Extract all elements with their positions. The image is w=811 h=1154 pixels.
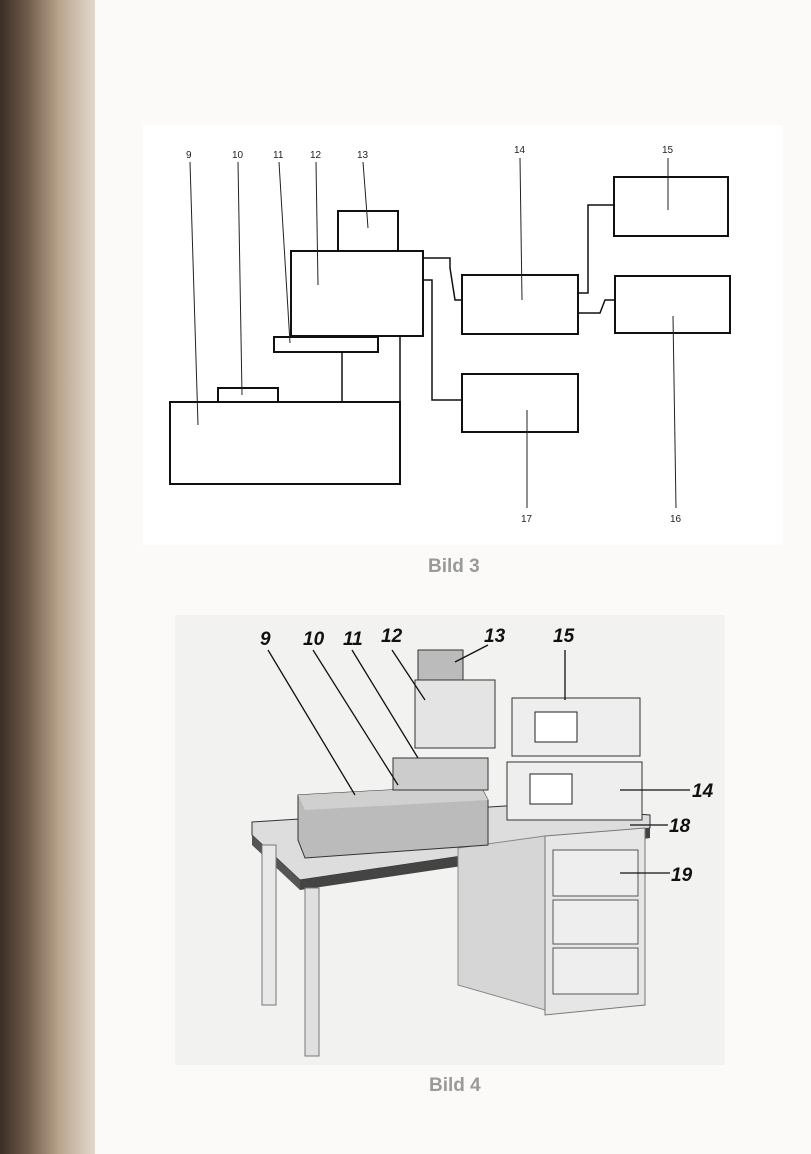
label-9: 9 [186, 150, 192, 161]
label-14: 14 [514, 145, 526, 156]
label-16: 16 [670, 514, 682, 525]
figure-3-caption: Bild 3 [428, 556, 480, 577]
block-15 [613, 176, 729, 237]
photo-label-9: 9 [260, 629, 271, 650]
connectors [341, 204, 615, 402]
block-17 [461, 373, 579, 433]
photo-label-18: 18 [669, 816, 691, 837]
photo-desk [251, 649, 651, 1057]
photo-label-12: 12 [381, 626, 403, 647]
label-15: 15 [662, 145, 674, 156]
photo-label-10: 10 [303, 629, 325, 650]
photo-label-15: 15 [553, 626, 575, 647]
book-spine-shadow [0, 0, 108, 1154]
label-11: 11 [273, 150, 284, 161]
label-17: 17 [521, 514, 533, 525]
photo-label-14: 14 [692, 781, 714, 802]
block-13 [337, 210, 399, 252]
block-14 [461, 274, 579, 335]
photo-label-19: 19 [671, 865, 693, 886]
label-10: 10 [232, 150, 244, 161]
leader-lines [189, 157, 677, 509]
label-12: 12 [310, 150, 322, 161]
block-9 [169, 401, 401, 485]
block-10 [217, 387, 279, 403]
photo-leader-lines [267, 644, 690, 874]
label-13: 13 [357, 150, 369, 161]
photo-label-11: 11 [343, 629, 363, 650]
photo-label-13: 13 [484, 626, 506, 647]
figure-4-caption: Bild 4 [429, 1075, 481, 1096]
block-16 [614, 275, 731, 334]
